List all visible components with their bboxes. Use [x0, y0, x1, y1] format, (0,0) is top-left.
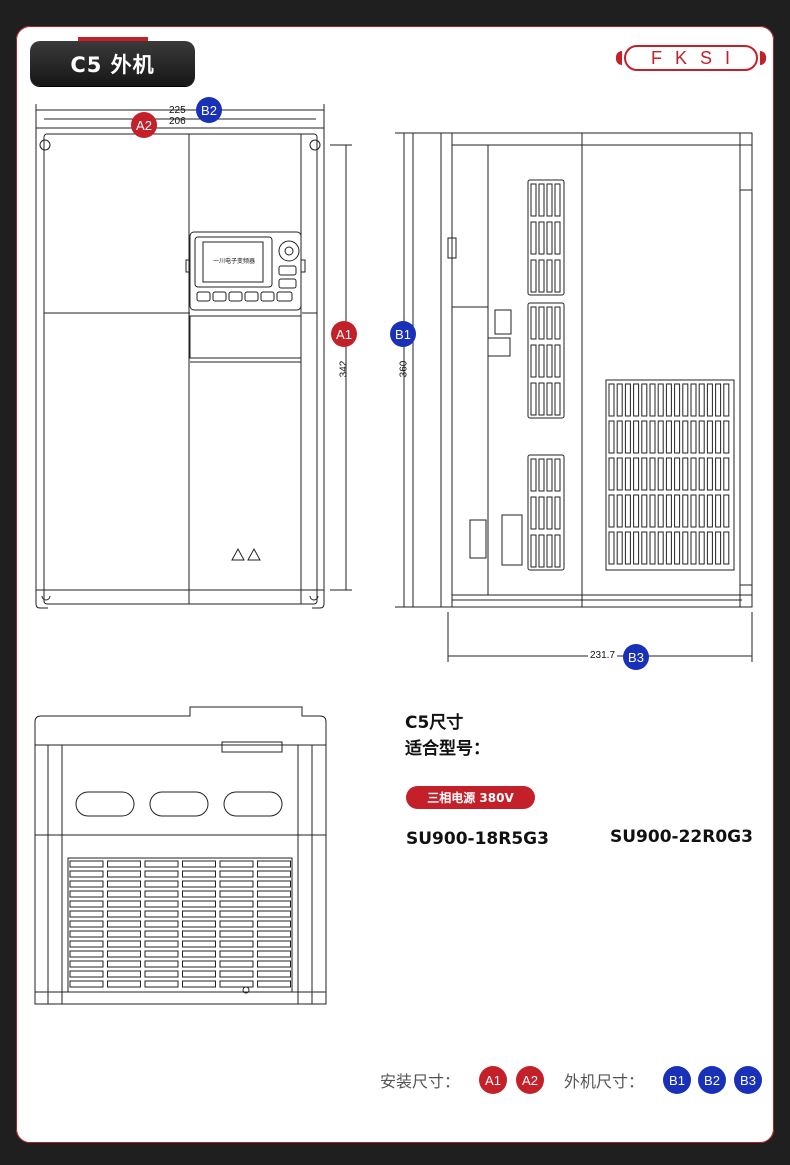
power-spec-badge: 三相电源 380V [406, 786, 535, 809]
dimension-b2-value: 225 [169, 105, 186, 116]
legend-a1: A1 [479, 1066, 507, 1094]
label-b2: B2 [196, 97, 222, 123]
size-title: C5尺寸 [405, 713, 464, 733]
label-a2: A2 [131, 112, 157, 138]
models-title: 适合型号： [405, 739, 490, 759]
dimension-b3-value: 231.7 [588, 650, 618, 661]
front-view [35, 104, 352, 609]
model-1: SU900-18R5G3 [406, 829, 549, 849]
side-view [395, 132, 753, 662]
content-card [16, 26, 774, 1143]
label-b1: B1 [390, 321, 416, 347]
dimension-b1-value: 360 [398, 360, 410, 378]
model-2: SU900-22R0G3 [610, 827, 753, 847]
outer-size-label: 外机尺寸： [564, 1072, 645, 1091]
legend-b2: B2 [698, 1066, 726, 1094]
label-a1: A1 [331, 321, 357, 347]
legend-a2: A2 [516, 1066, 544, 1094]
legend-b3: B3 [734, 1066, 762, 1094]
dimension-a1-value: 342 [338, 360, 350, 378]
legend-b1: B1 [663, 1066, 691, 1094]
bottom-view [34, 706, 327, 1005]
install-size-label: 安装尺寸： [380, 1072, 461, 1091]
dimension-a2-value: 206 [169, 116, 186, 127]
label-b3: B3 [623, 644, 649, 670]
brand-logo: FKSI [616, 45, 766, 71]
keypad-display-text: 一川电子变频器 [212, 258, 255, 265]
page-title: C5 外机 [30, 37, 195, 86]
